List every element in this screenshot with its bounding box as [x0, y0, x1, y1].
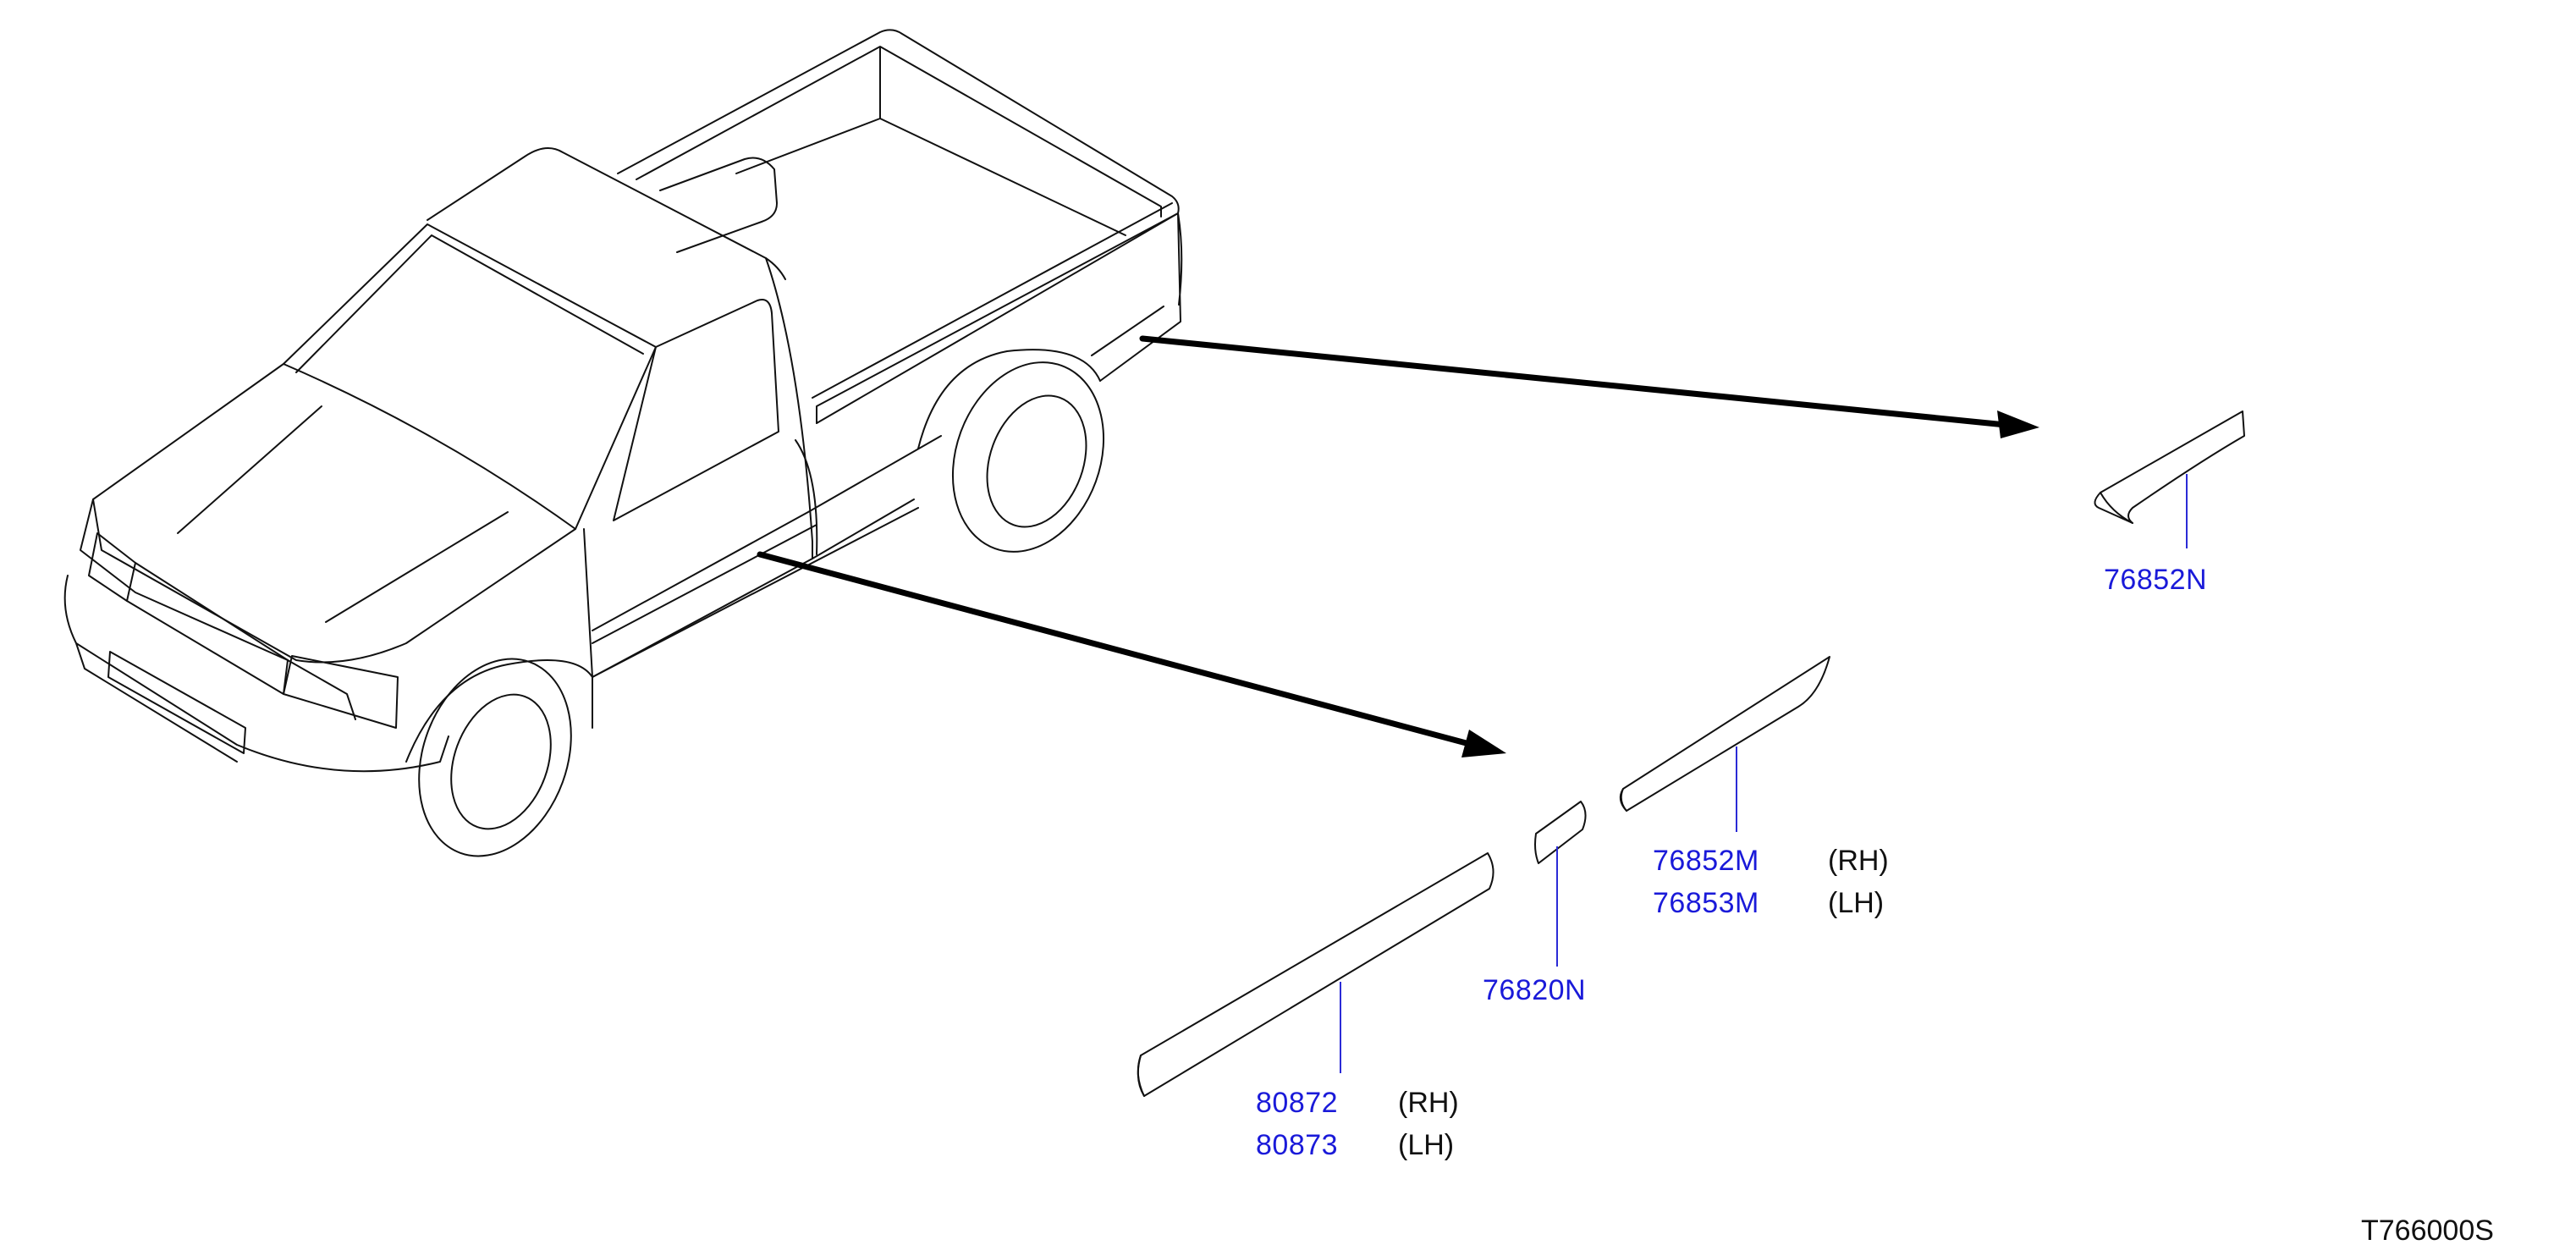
part-number-label[interactable]: 76820N: [1483, 974, 1587, 1006]
truck-bed-character-line: [812, 202, 1173, 399]
truck-rocker: [592, 499, 919, 678]
truck-headlight-right: [283, 655, 399, 729]
part-number-label[interactable]: 76853M: [1653, 887, 1759, 919]
truck-bed-toolbox: [659, 157, 778, 253]
rear-wheel-rim: [986, 394, 1087, 528]
truck-cab-back: [765, 257, 813, 559]
part-number-label[interactable]: 80872: [1256, 1087, 1339, 1119]
truck-headlight-left: [88, 532, 136, 602]
front-wheel-arch: [405, 659, 593, 763]
truck-cab-roof: [427, 147, 786, 280]
truck-grille: [126, 562, 289, 695]
truck-side-window: [613, 299, 779, 521]
side-label: (RH): [1398, 1087, 1459, 1119]
molding-76852m-shape: [1619, 656, 1830, 812]
truck-hood-crease: [177, 405, 509, 623]
truck-bed-inner: [636, 46, 1162, 236]
side-label: (LH): [1828, 887, 1885, 919]
pickup-truck-illustration: [63, 29, 1183, 857]
molding-76820n-shape: [1534, 801, 1587, 864]
truck-bed-rim: [617, 29, 1180, 424]
front-wheel-rim: [450, 693, 552, 830]
part-number-label[interactable]: 76852M: [1653, 845, 1759, 877]
part-number-label[interactable]: 76852N: [2104, 564, 2208, 596]
arrow-rear-to-part: [1139, 335, 2039, 438]
side-label: (LH): [1398, 1129, 1455, 1161]
side-label: (RH): [1828, 845, 1889, 877]
truck-bumper: [63, 575, 449, 773]
truck-door-molding-line: [592, 435, 942, 644]
truck-hood: [92, 363, 576, 664]
molding-80872-shape: [1137, 852, 1494, 1097]
truck-windshield: [283, 223, 657, 530]
diagram-reference-code: T766000S: [2361, 1215, 2494, 1247]
arrow-door-to-parts: [757, 551, 1506, 757]
rear-wheel: [951, 361, 1105, 553]
molding-76852n-shape: [2094, 410, 2245, 524]
truck-license-plate: [107, 651, 246, 754]
front-wheel: [418, 658, 572, 857]
truck-front-face: [80, 499, 356, 720]
part-number-label[interactable]: 80873: [1256, 1129, 1339, 1161]
truck-windshield-inner: [295, 234, 644, 373]
rear-wheel-arch: [917, 349, 1101, 449]
